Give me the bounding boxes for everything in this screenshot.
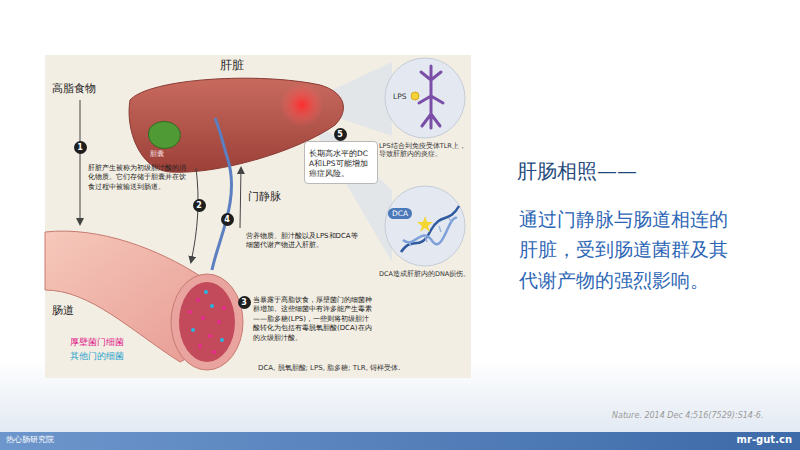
food-label: 高脂食物 — [52, 82, 96, 97]
molecule-label: DCA — [388, 208, 412, 219]
callout-number: 4 — [221, 213, 234, 226]
bacteria-key: 其他门的细菌 — [70, 350, 124, 362]
zoom-caption: LPS结合到免疫受体TLR上，导致肝脏内的炎症。 — [379, 142, 471, 159]
callout-text: 长期高水平的DCA和LPS可能增加癌症风险。 — [309, 149, 373, 179]
bacterium — [201, 316, 205, 320]
circle-outline — [379, 184, 471, 268]
bacterium — [210, 304, 214, 308]
zoom-caption: DCA造成肝脏内的DNA损伤。 — [379, 270, 471, 278]
portal-vein — [212, 118, 232, 270]
step-note: 肝脏产生被称为初级胆汁酸的消化物质。它们存储于胆囊并在饮食过程中被输送到肠道。 — [88, 164, 188, 192]
bacteria-key: 厚壁菌门细菌 — [70, 336, 124, 348]
slide-body: 通过门静脉与肠道相连的肝脏，受到肠道菌群及其代谢产物的强烈影响。 — [519, 204, 737, 295]
footer-brand: 热心肠研究院 — [6, 435, 54, 446]
callout-number: 2 — [193, 199, 206, 212]
step-note: 当暴露于高脂饮食，厚壁菌门的细菌种群增加。这些细菌中有许多能产生毒素——脂多糖(… — [253, 296, 373, 343]
zoom-circle-fill — [385, 58, 465, 138]
callout-box: 长期高水平的DCA和LPS可能增加癌症风险。 — [304, 141, 378, 184]
step-note: 营养物质、胆汁酸以及LPS和DCA等细菌代谢产物进入肝脏。 — [246, 232, 362, 251]
zoom-circle-fill — [385, 186, 465, 266]
abbreviation-note: DCA, 脱氧胆酸; LPS, 脂多糖; TLR, 锝样受体. — [258, 364, 466, 373]
intestine-section — [171, 274, 243, 370]
inflammation-glow — [280, 83, 324, 127]
slide-title: 肝肠相照—— — [517, 158, 637, 185]
circle-outline — [379, 56, 471, 140]
footer-site: mr-gut.cn — [737, 433, 792, 447]
zoom-circle: LPS LPS结合到免疫受体TLR上，导致肝脏内的炎症。 — [379, 56, 471, 159]
flow-arrow — [80, 100, 81, 224]
bacterium — [217, 320, 221, 324]
bacterium — [212, 350, 216, 354]
intestine-lumen — [179, 282, 235, 362]
bacterium — [208, 334, 212, 338]
gallbladder — [148, 122, 180, 149]
vessel-label: 门静脉 — [248, 190, 281, 205]
flow-arrow — [191, 168, 198, 262]
zoom-circle: DCA DCA造成肝脏内的DNA损伤。 — [379, 184, 471, 278]
organ-label: 肝脏 — [220, 57, 244, 73]
bacterium — [198, 344, 202, 348]
footer-bar — [0, 432, 800, 450]
bacterium — [204, 290, 208, 294]
bacterium — [196, 298, 200, 302]
flow-arrow — [240, 168, 241, 228]
lps-binding-spot — [411, 92, 419, 100]
organ-label: 胆囊 — [150, 150, 164, 159]
molecule-label: LPS — [393, 92, 406, 101]
citation: Nature. 2014 Dec 4;516(7529):S14-6. — [612, 411, 763, 422]
callout-number: 1 — [74, 141, 87, 154]
lps-molecule — [419, 66, 443, 128]
damage-burst — [417, 216, 433, 232]
illustration-panel — [45, 55, 471, 378]
organ-label: 肠道 — [52, 304, 74, 319]
bacterium — [191, 328, 195, 332]
callout-number: 3 — [238, 296, 251, 309]
bacterium — [222, 306, 226, 310]
bacterium — [188, 310, 192, 314]
bacterium — [220, 338, 224, 342]
bacteria — [188, 290, 226, 354]
dna-strand — [403, 218, 457, 245]
callout-number: 5 — [334, 128, 347, 141]
